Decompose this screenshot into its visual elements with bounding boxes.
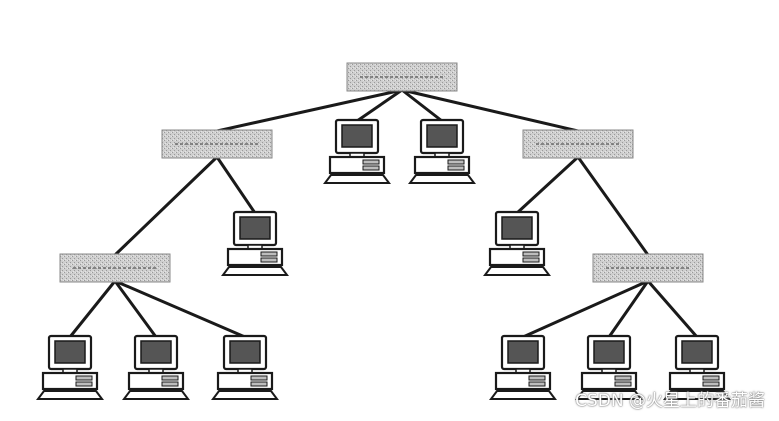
watermark-text: CSDN @火星上的番茄酱 — [575, 391, 765, 411]
connection-line-left-sub-to-pc-left-sub-2 — [113, 279, 158, 339]
connection-line-left-sub-to-pc-left-sub-1 — [68, 279, 117, 339]
connection-line-right-sub-to-pc-right-sub-3 — [646, 279, 699, 339]
connection-line-left-hub-to-pc-left-hub — [215, 155, 257, 215]
desktop-pc-icon — [489, 334, 557, 400]
switch-box-left-sub — [59, 253, 171, 283]
desktop-pc-icon — [221, 210, 289, 276]
connection-line-root-to-pc-root-1 — [355, 88, 404, 123]
desktop-pc-icon — [663, 334, 731, 400]
connection-line-root-to-right-hub — [400, 88, 580, 133]
connection-line-right-hub-to-pc-right-hub — [515, 155, 580, 215]
connection-line-left-sub-to-pc-left-sub-3 — [113, 279, 247, 339]
desktop-pc-icon — [36, 334, 104, 400]
connection-line-left-hub-to-left-sub — [113, 155, 219, 257]
desktop-pc-icon — [211, 334, 279, 400]
connection-lines — [68, 88, 699, 339]
switch-box-left-hub — [161, 129, 273, 159]
desktop-pc-icon — [575, 334, 643, 400]
network-nodes — [36, 62, 731, 400]
connection-line-right-sub-to-pc-right-sub-2 — [607, 279, 650, 339]
connection-line-right-hub-to-right-sub — [576, 155, 650, 257]
desktop-pc-icon — [483, 210, 551, 276]
switch-box-right-hub — [522, 129, 634, 159]
desktop-pc-icon — [122, 334, 190, 400]
connection-line-right-sub-to-pc-right-sub-1 — [521, 279, 650, 339]
switch-box-right-sub — [592, 253, 704, 283]
desktop-pc-icon — [408, 118, 476, 184]
desktop-pc-icon — [323, 118, 391, 184]
connection-line-root-to-pc-root-2 — [400, 88, 444, 123]
switch-box-root — [346, 62, 458, 92]
connection-line-root-to-left-hub — [215, 88, 404, 133]
